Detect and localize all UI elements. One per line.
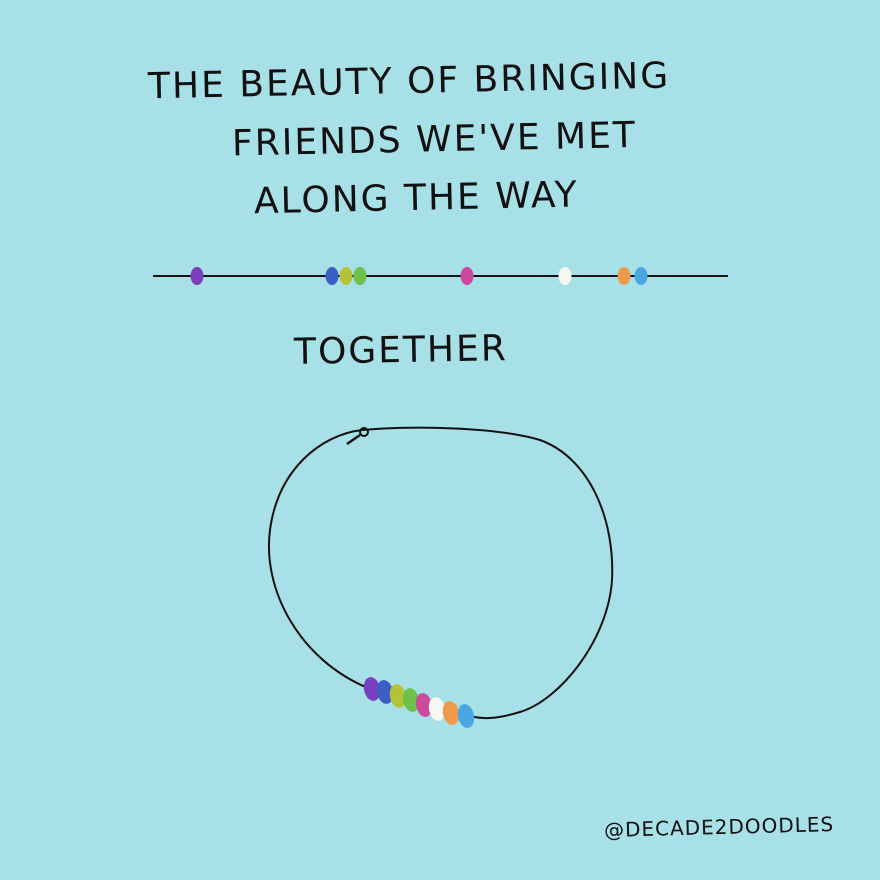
string-bead-orange — [617, 267, 631, 285]
bracelet-bead-orange — [442, 701, 460, 725]
bracelet-bead-blue — [376, 680, 394, 704]
string-bead-purple — [190, 267, 204, 285]
bracelet-cord — [268, 426, 614, 720]
string-bead-pink — [460, 267, 474, 285]
clasp-icon — [346, 427, 369, 446]
string-bead-light-blue — [634, 267, 648, 285]
bracelet-bead-yellow-green — [389, 684, 407, 708]
bracelet-bead-light-blue — [457, 704, 475, 728]
string-beads — [190, 267, 648, 285]
bracelet-beads — [363, 677, 475, 728]
string-bead-green — [353, 267, 367, 285]
bracelet-bead-purple — [363, 677, 381, 701]
bracelet-bead-pink — [415, 693, 433, 717]
string-bead-blue — [325, 267, 339, 285]
bracelet-bead-green — [402, 688, 420, 712]
string-bead-white — [558, 267, 572, 285]
string-bead-yellow-green — [339, 267, 353, 285]
together-label: TOGETHER — [293, 328, 509, 373]
bracelet-bead-white — [428, 697, 446, 721]
